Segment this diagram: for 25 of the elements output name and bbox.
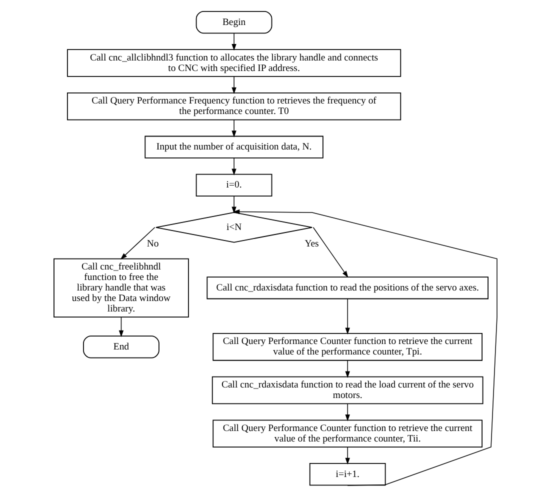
node-box: End xyxy=(82,336,159,358)
node-box: Call cnc_rdaxisdata function to read the positions of the servo axes. xyxy=(206,276,488,300)
node-box: i=0. xyxy=(195,174,272,196)
arrow xyxy=(344,360,350,378)
arrow xyxy=(231,158,236,176)
node-box: Call Query Performance Frequency function to retrieves the frequency of the performance counter. T0 xyxy=(66,92,401,120)
arrow xyxy=(232,209,497,486)
arrow xyxy=(344,446,350,465)
arrow xyxy=(231,196,236,214)
arrow xyxy=(231,32,236,51)
arrow xyxy=(312,227,348,278)
node-box: Call Query Performance Counter function to retrieve the current value of the performance counter, Tii. xyxy=(212,420,482,448)
node-box: Call cnc_freelibhndl function to free the library handle that was used by the Data window library. xyxy=(53,258,188,318)
arrow xyxy=(231,76,236,94)
arrow xyxy=(231,120,236,138)
arrow xyxy=(344,403,350,422)
node-box: Input the number of acquisition data, N. xyxy=(144,136,323,158)
arrow xyxy=(344,298,350,334)
arrow xyxy=(120,227,155,260)
node-box: Call cnc_rdaxisdata function to read the load current of the servo motors. xyxy=(211,376,483,404)
arrow xyxy=(118,316,124,338)
node-box: Begin xyxy=(195,11,272,34)
node-box: Call Query Performance Counter function to retrieve the current value of the performance counter, Tpi. xyxy=(212,333,482,361)
node-box: i=i+1. xyxy=(308,463,386,486)
node-box: Call cnc_allclibhndl3 function to allocates the library handle and connects to CNC with specified IP address. xyxy=(66,49,401,77)
